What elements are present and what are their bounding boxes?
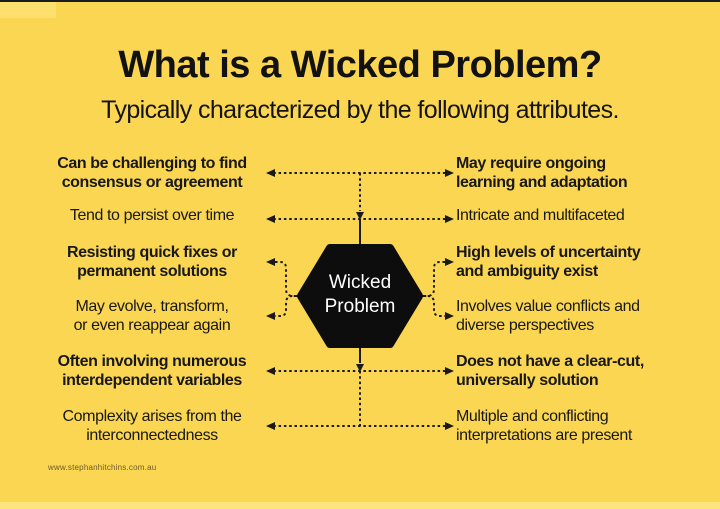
arrow-right-row5 [445,367,454,375]
top-left-light-patch [0,2,56,18]
attribute-right-intricate: Intricate and multifaceted [456,207,625,224]
arrow-down-bottom-junction [356,364,364,372]
wicked-problem-hexagon [297,244,423,348]
arrowheads [266,169,454,430]
page-subtitle: Typically characterized by the following… [101,96,619,124]
page-title: What is a Wicked Problem? [118,44,602,86]
attribute-left-interdependent: Often involving numerous interdependent … [57,353,247,389]
arrow-left-row2 [266,215,275,223]
attribute-left-quick-fixes: Resisting quick fixes or permanent solut… [66,244,237,280]
connector-right-bracket [417,261,445,317]
top-edge-bar [0,0,720,2]
arrow-left-row1 [266,169,275,177]
arrow-right-row2 [445,215,454,223]
attribute-left-persist: Tend to persist over time [69,207,235,224]
watermark-url: www.stephanhitchins.com.au [48,463,157,472]
arrow-left-row3 [266,258,275,266]
arrow-right-row1 [445,169,454,177]
attribute-left-complexity: Complexity arises from the interconnecte… [62,408,242,444]
attribute-left-consensus: Can be challenging to find consensus or … [57,155,247,191]
attribute-left-evolve: May evolve, transform, or even reappear … [73,298,231,334]
arrow-right-row4 [445,312,454,320]
arrow-right-row3 [445,258,454,266]
attribute-right-no-clear-cut: Does not have a clear-cut, universally s… [456,353,644,389]
arrow-down-top-junction [356,212,364,220]
connector-left-bracket [275,261,303,317]
arrow-left-row4 [266,312,275,320]
bottom-edge-strip [0,502,720,509]
attribute-right-value-conflicts: Involves value conflicts and diverse per… [456,298,640,334]
arrow-left-row5 [266,367,275,375]
arrow-right-row6 [445,422,454,430]
hexagon-label: Wicked Problem [324,272,396,317]
arrow-left-row6 [266,422,275,430]
attribute-right-interpretations: Multiple and conflicting interpretations… [456,408,632,444]
attribute-right-learning: May require ongoing learning and adaptat… [456,155,628,191]
attribute-right-uncertainty: High levels of uncertainty and ambiguity… [456,244,641,280]
